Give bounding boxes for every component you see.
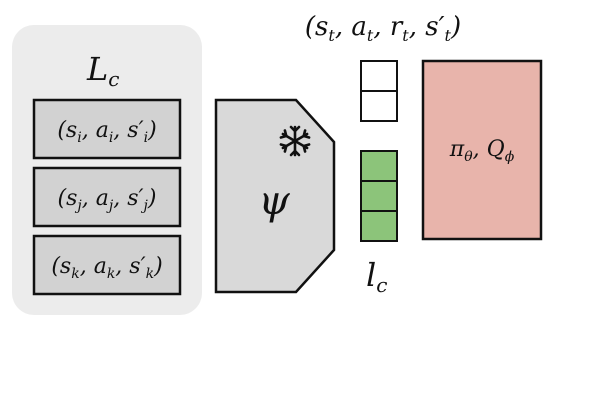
latent-cell (360, 180, 398, 212)
tuple-box (32, 234, 182, 296)
latent-cell (360, 210, 398, 242)
tuple-text: (sj, aj, s′j) (58, 186, 157, 214)
context-tuple-k: (sk, ak, s′k) (32, 234, 182, 296)
tuple-text: (sk, ak, s′k) (51, 254, 162, 282)
latent-cells (360, 150, 398, 242)
context-set-panel: Lc (si, ai, s′i) (sj, aj, s′j) (sk, ak, … (12, 25, 202, 315)
policy-box (421, 59, 543, 241)
transition-label: (st, at, rt, s′t) (305, 12, 461, 45)
state-cell (360, 90, 398, 122)
policy-block: πθ, Qϕ (421, 59, 543, 241)
state-input-cells (360, 60, 398, 122)
latent-cell (360, 150, 398, 182)
context-tuple-j: (sj, aj, s′j) (32, 166, 182, 228)
tuple-box (32, 166, 182, 228)
context-set-label: Lc (86, 50, 119, 91)
encoder-symbol: ψ (258, 178, 290, 224)
tuple-text: (si, ai, s′i) (57, 118, 156, 146)
tuple-box (32, 98, 182, 160)
snowflake-icon (279, 125, 311, 157)
context-tuple-i: (si, ai, s′i) (32, 98, 182, 160)
policy-label: πθ, Qϕ (449, 137, 515, 165)
encoder-block: ψ (214, 98, 336, 294)
state-cell (360, 60, 398, 92)
latent-label: lc (366, 256, 387, 297)
